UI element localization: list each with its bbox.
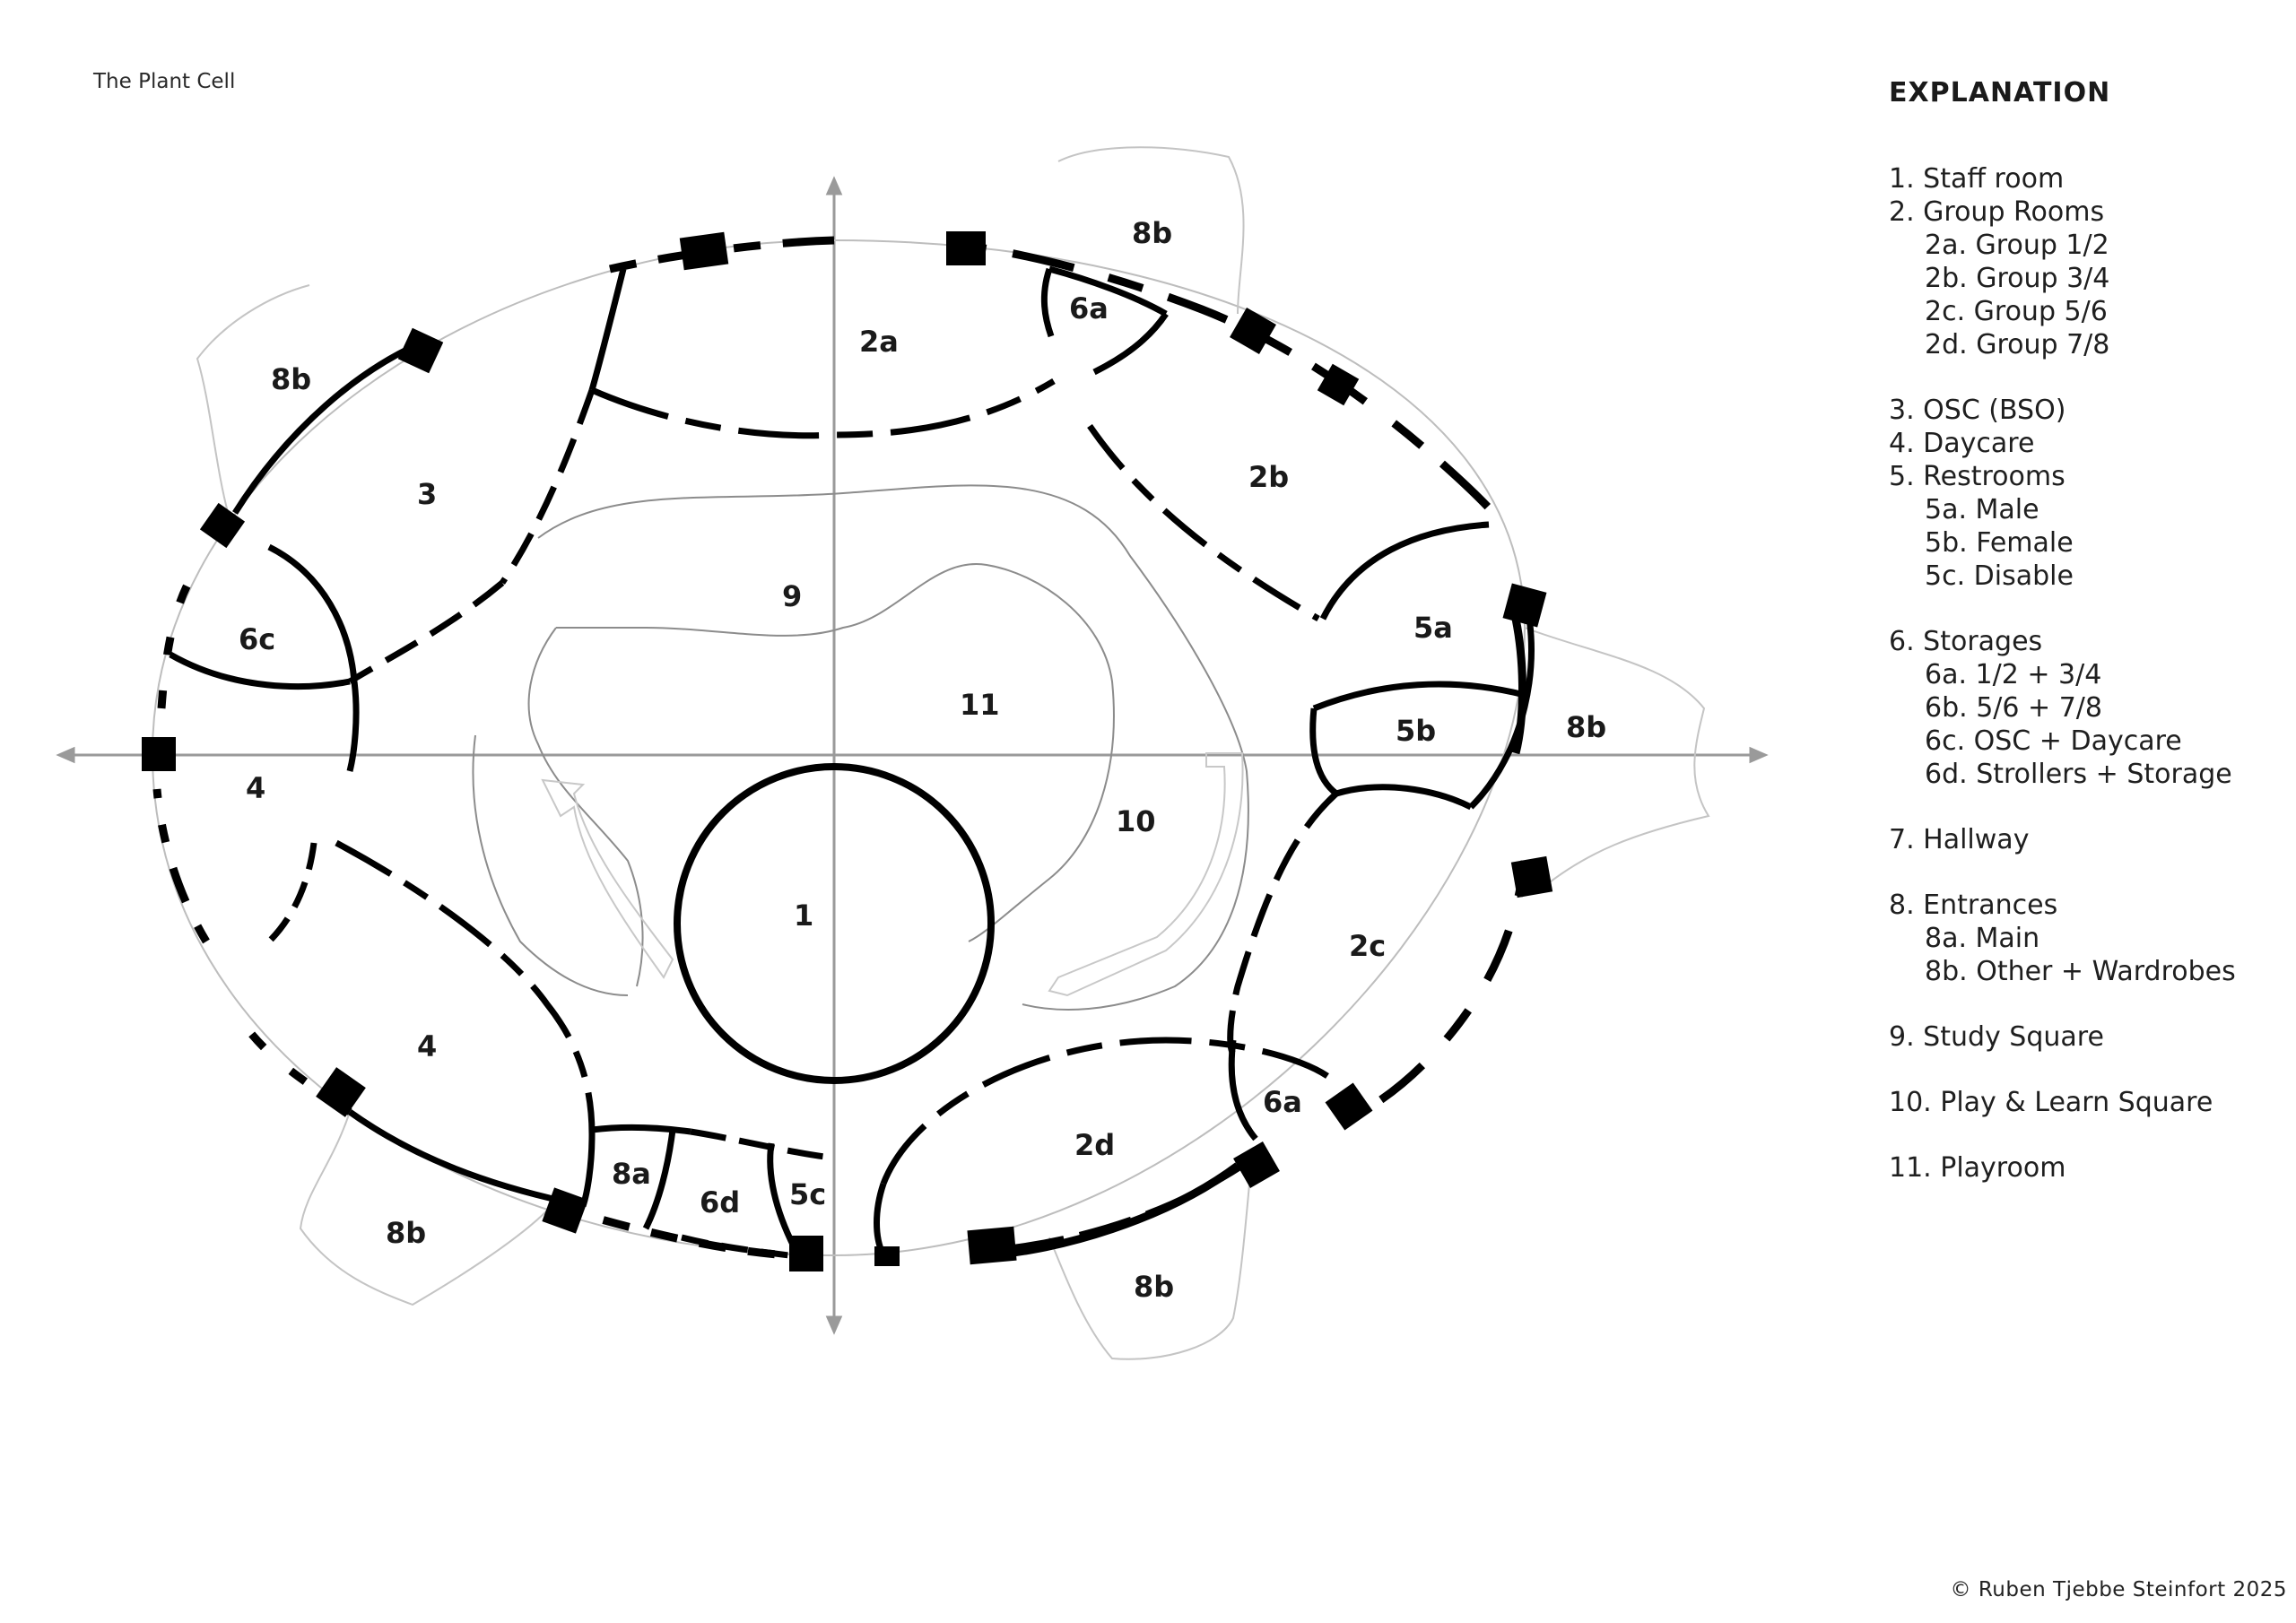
room-label-4-bottom: 4 <box>417 1029 437 1063</box>
room-label-3: 3 <box>417 477 437 511</box>
room-labels: 1 2a 2b 2c 2d 3 4 4 5a 5b 5c 6a 6a 6c 6d… <box>239 216 1606 1304</box>
legend-group: 7. Hallway <box>1889 823 2236 856</box>
room-label-2b: 2b <box>1248 460 1289 494</box>
hallway-outlines <box>472 484 1249 1011</box>
room-label-5b: 5b <box>1396 714 1436 748</box>
legend-item: 6c. OSC + Daycare <box>1925 725 2182 757</box>
room-label-8b-topleft: 8b <box>271 362 311 396</box>
legend-item: 2c. Group 5/6 <box>1925 296 2108 327</box>
legend-item: 11. Playroom <box>1889 1152 2066 1184</box>
room-label-2d: 2d <box>1074 1128 1115 1162</box>
room-label-9: 9 <box>782 579 802 613</box>
room-label-2c: 2c <box>1349 929 1386 963</box>
room-label-6a-bottom: 6a <box>1263 1085 1302 1119</box>
legend-heading: EXPLANATION <box>1889 77 2111 108</box>
legend-item: 6d. Strollers + Storage <box>1925 759 2232 790</box>
legend-item: 6. Storages <box>1889 626 2043 657</box>
room-label-5c: 5c <box>789 1177 826 1211</box>
legend-group: 9. Study Square <box>1889 1020 2236 1054</box>
legend-item: 1. Staff room <box>1889 163 2065 195</box>
axis-lines <box>56 176 1769 1335</box>
interior-walls <box>169 265 1535 1259</box>
legend-group: 10. Play & Learn Square <box>1889 1086 2236 1119</box>
room-label-8b-bottomleft: 8b <box>386 1216 426 1250</box>
room-label-1: 1 <box>794 898 813 933</box>
outer-wall-segments <box>152 236 1529 1260</box>
legend-item: 3. OSC (BSO) <box>1889 395 2066 426</box>
legend-item: 2b. Group 3/4 <box>1925 263 2110 294</box>
room-label-8b-top: 8b <box>1132 216 1172 250</box>
legend-item: 2a. Group 1/2 <box>1925 230 2109 261</box>
legend-item: 10. Play & Learn Square <box>1889 1087 2213 1118</box>
legend-item: 6a. 1/2 + 3/4 <box>1925 659 2102 690</box>
columns <box>142 231 1553 1271</box>
legend-item: 5. Restrooms <box>1889 461 2066 492</box>
room-label-6a-top: 6a <box>1069 291 1109 325</box>
room-label-2a: 2a <box>859 325 899 359</box>
room-label-8b-right: 8b <box>1566 710 1606 744</box>
outer-envelope <box>151 239 1526 1257</box>
legend-item: 5a. Male <box>1925 494 2039 525</box>
legend-item: 5c. Disable <box>1925 560 2074 592</box>
room-label-6c: 6c <box>239 622 275 656</box>
room-label-8b-bottom: 8b <box>1134 1270 1174 1304</box>
legend-item: 9. Study Square <box>1889 1021 2104 1053</box>
legend-item: 8. Entrances <box>1889 890 2058 921</box>
legend-item: 5b. Female <box>1925 527 2074 559</box>
hallway-arrows <box>541 752 1244 997</box>
drawing-title: The Plant Cell <box>93 70 236 93</box>
room-label-6d: 6d <box>700 1185 740 1219</box>
legend-item: 8b. Other + Wardrobes <box>1925 956 2236 987</box>
legend-item: 2d. Group 7/8 <box>1925 329 2110 360</box>
legend-item: 6b. 5/6 + 7/8 <box>1925 692 2102 724</box>
entrance-outlines <box>196 146 1710 1360</box>
legend-item: 2. Group Rooms <box>1889 196 2105 228</box>
legend-item: 8a. Main <box>1925 923 2040 954</box>
room-label-8a: 8a <box>612 1157 651 1191</box>
room-label-4-left: 4 <box>246 771 265 805</box>
legend-item: 4. Daycare <box>1889 428 2035 459</box>
copyright: © Ruben Tjebbe Steinfort 2025 <box>1950 1578 2287 1601</box>
room-label-10: 10 <box>1116 804 1156 838</box>
room-label-5a: 5a <box>1413 611 1453 645</box>
legend-group: 11. Playroom <box>1889 1151 2236 1185</box>
room-label-11: 11 <box>960 688 1000 722</box>
legend-item: 7. Hallway <box>1889 824 2030 855</box>
